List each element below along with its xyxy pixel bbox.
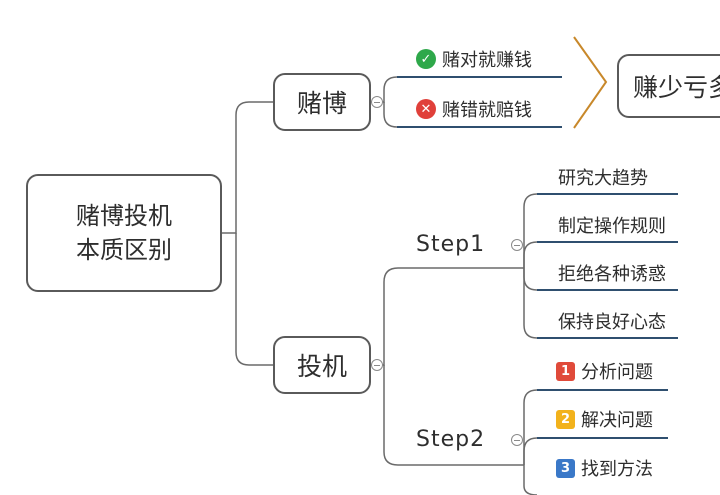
step2-item-3[interactable]: 3 找到方法 (556, 455, 653, 481)
speculation-node[interactable]: 投机 (273, 336, 371, 394)
number-badge-3-icon: 3 (556, 458, 575, 478)
gambling-item-2-text: 赌错就赔钱 (442, 100, 532, 121)
x-circle-icon: ✕ (416, 99, 436, 119)
root-node[interactable]: 赌博投机 本质区别 (26, 174, 222, 292)
step1-collapse-icon[interactable] (511, 239, 523, 251)
connector-root-gambling (222, 101, 273, 234)
step2-item-1-text: 分析问题 (581, 362, 653, 383)
step1-item-1[interactable]: 研究大趋势 (558, 168, 648, 189)
check-circle-icon: ✓ (416, 49, 436, 69)
step2-item-2-text: 解决问题 (581, 410, 653, 431)
result-label: 赚少亏多 (633, 73, 720, 102)
gambling-item-1-text: 赌对就赚钱 (442, 50, 532, 71)
step2-collapse-icon[interactable] (511, 434, 523, 446)
step2-item-1[interactable]: 1 分析问题 (556, 358, 653, 384)
step1-label[interactable]: Step1 (416, 232, 486, 257)
connector-root-speculation (235, 233, 273, 366)
gambling-collapse-icon[interactable] (371, 96, 383, 108)
step1-item-2[interactable]: 制定操作规则 (558, 216, 666, 237)
gambling-node[interactable]: 赌博 (273, 73, 371, 131)
root-title-line1: 赌博投机 (76, 202, 172, 230)
step2-item-2[interactable]: 2 解决问题 (556, 406, 653, 432)
step1-item-3[interactable]: 拒绝各种诱惑 (558, 264, 666, 285)
speculation-label: 投机 (296, 352, 347, 381)
root-title-line2: 本质区别 (76, 236, 172, 264)
gambling-label: 赌博 (296, 89, 347, 118)
gambling-item-2[interactable]: ✕ 赌错就赔钱 (416, 96, 532, 122)
gambling-item-1[interactable]: ✓ 赌对就赚钱 (416, 46, 532, 72)
step2-label[interactable]: Step2 (416, 427, 486, 452)
speculation-collapse-icon[interactable] (371, 359, 383, 371)
number-badge-1-icon: 1 (556, 361, 575, 381)
summary-bracket (573, 36, 608, 129)
step1-item-4[interactable]: 保持良好心态 (558, 312, 666, 333)
number-badge-2-icon: 2 (556, 409, 575, 429)
step2-item-3-text: 找到方法 (581, 459, 653, 480)
result-node[interactable]: 赚少亏多 (617, 54, 720, 118)
connector-gambling-items (371, 76, 555, 103)
